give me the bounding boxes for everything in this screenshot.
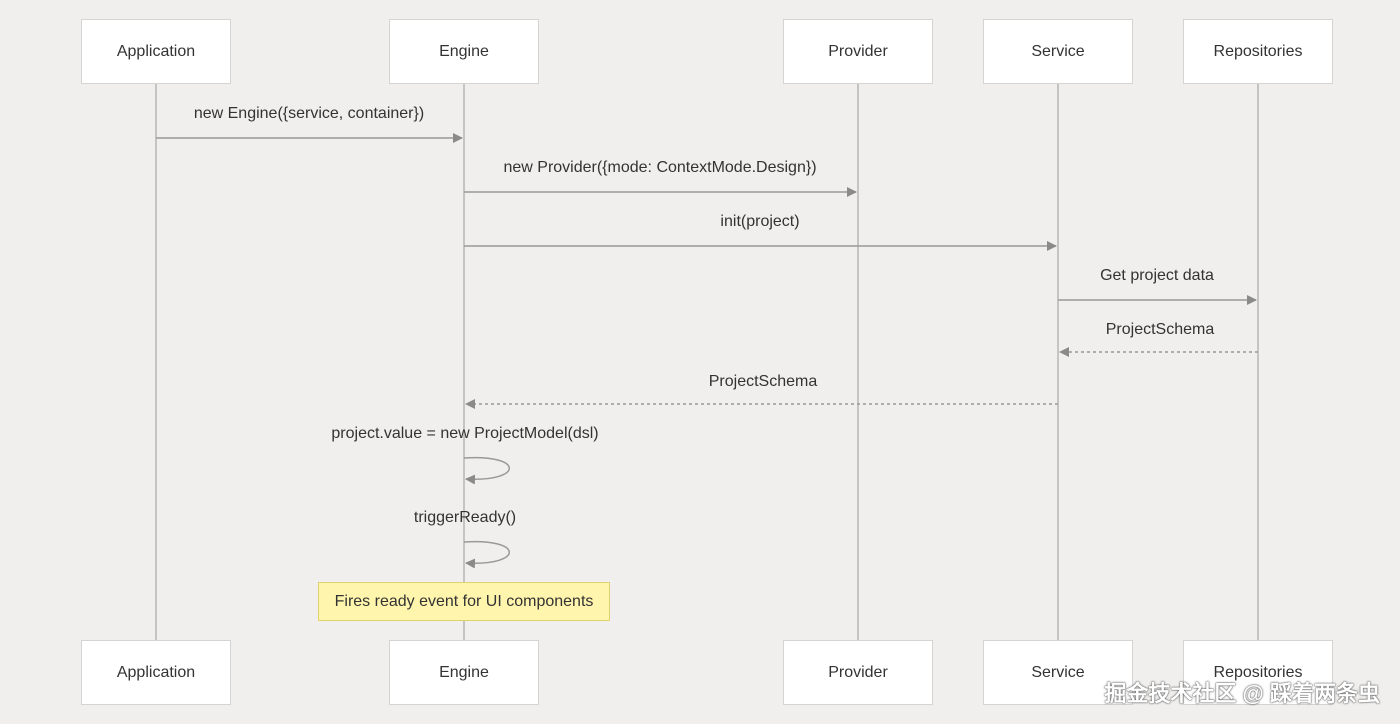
participant-service-top: Service [983, 19, 1133, 84]
participant-provider-top: Provider [783, 19, 933, 84]
message-label-new-provider: new Provider({mode: ContextMode.Design}) [503, 159, 817, 176]
message-label-init: init(project) [720, 213, 800, 230]
participant-provider-bottom: Provider [783, 640, 933, 705]
message-arrow-self-6 [463, 456, 510, 485]
message-label-return-schema-repo: ProjectSchema [1105, 321, 1215, 338]
message-label-return-schema-service: ProjectSchema [708, 373, 818, 390]
watermark: 掘金技术社区 @ 踩着两条虫 [1104, 681, 1380, 706]
message-label-trigger-ready: triggerReady() [413, 509, 517, 526]
message-label-project-model: project.value = new ProjectModel(dsl) [331, 425, 599, 442]
message-label-new-engine: new Engine({service, container}) [193, 105, 425, 122]
note-engine: Fires ready event for UI components [318, 582, 610, 621]
participant-service-bottom: Service [983, 640, 1133, 705]
participant-engine-bottom: Engine [389, 640, 539, 705]
participant-application-bottom: Application [81, 640, 231, 705]
message-arrow-self-7 [463, 540, 510, 569]
participant-repositories-bottom: Repositories [1183, 640, 1333, 705]
participant-repositories-top: Repositories [1183, 19, 1333, 84]
participant-application-top: Application [81, 19, 231, 84]
participant-engine-top: Engine [389, 19, 539, 84]
message-label-get-project-data: Get project data [1100, 267, 1214, 284]
